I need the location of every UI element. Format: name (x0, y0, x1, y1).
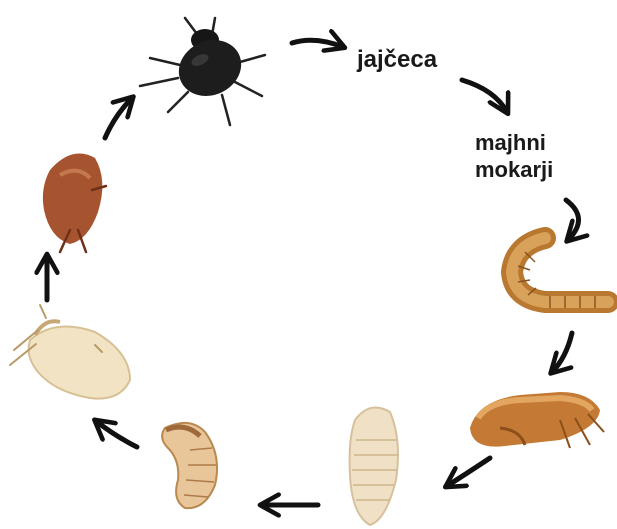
arrow-brown-beetle-to-black-beetle (105, 98, 132, 138)
label-small-larvae-line2: mokarji (475, 157, 553, 183)
arrow-eggs-to-small-larvae (462, 80, 507, 112)
arrow-small-larvae-to-mealworm (566, 200, 579, 240)
arrow-curled-to-pupa (447, 458, 490, 486)
arrow-beetle-to-eggs (292, 40, 343, 47)
label-eggs: jajčeca (357, 47, 437, 73)
pale-pupa-illustration (350, 408, 398, 526)
mealworm-larva-illustration (512, 238, 608, 308)
brown-beetle-illustration (43, 154, 106, 252)
black-beetle-illustration (140, 18, 265, 125)
arrow-mealworm-to-curled (552, 333, 572, 372)
curled-larva-illustration (470, 392, 604, 448)
curled-pupa-illustration (162, 423, 217, 508)
label-small-larvae-line1: majhni (475, 130, 546, 156)
white-pupa-illustration (10, 305, 130, 399)
arrow-curled-pupa-to-white-pupa (96, 421, 137, 447)
